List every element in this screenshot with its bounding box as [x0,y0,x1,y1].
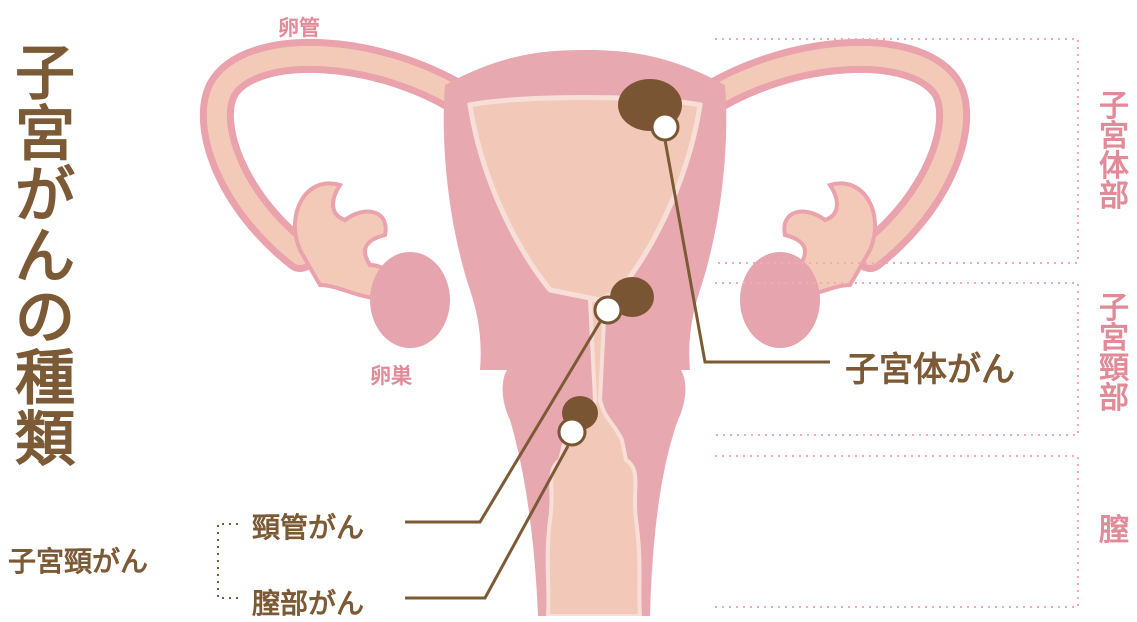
region-label-char: 子 [1097,294,1131,324]
title-char: の [12,288,78,349]
title-char: 類 [12,410,78,471]
region-label-char: 膣 [1097,516,1131,546]
fallopian-tube-label: 卵管 [278,12,320,42]
region-label-char: 部 [1097,384,1131,414]
title-char: が [12,166,78,227]
title-char: 宮 [12,105,78,166]
vaginal-part-cancer-label: 膣部がん [252,582,364,622]
title-char: ん [12,227,78,288]
cervical-cancer-group-label: 子宮頸がん [8,540,148,580]
title-char: 子 [12,44,78,105]
canal-cancer-label: 頸管がん [252,506,364,546]
title-char: 種 [12,349,78,410]
region-label-vagina: 膣 [1097,516,1131,546]
region-label-char: 体 [1097,152,1131,182]
page-title: 子 宮 が ん の 種 類 [12,44,78,471]
region-label-char: 頸 [1097,354,1131,384]
region-label-char: 宮 [1097,122,1131,152]
region-label-corpus: 子宮体部 [1097,92,1131,212]
right-ovary [740,252,820,348]
region-label-char: 子 [1097,92,1131,122]
cervical-group-bracket [218,524,238,598]
left-ovary [370,252,450,348]
region-label-cervix: 子宮頸部 [1097,294,1131,414]
body-cancer-label: 子宮体がん [845,342,1015,391]
region-label-char: 部 [1097,182,1131,212]
region-label-char: 宮 [1097,324,1131,354]
ovary-label: 卵巣 [370,360,412,390]
